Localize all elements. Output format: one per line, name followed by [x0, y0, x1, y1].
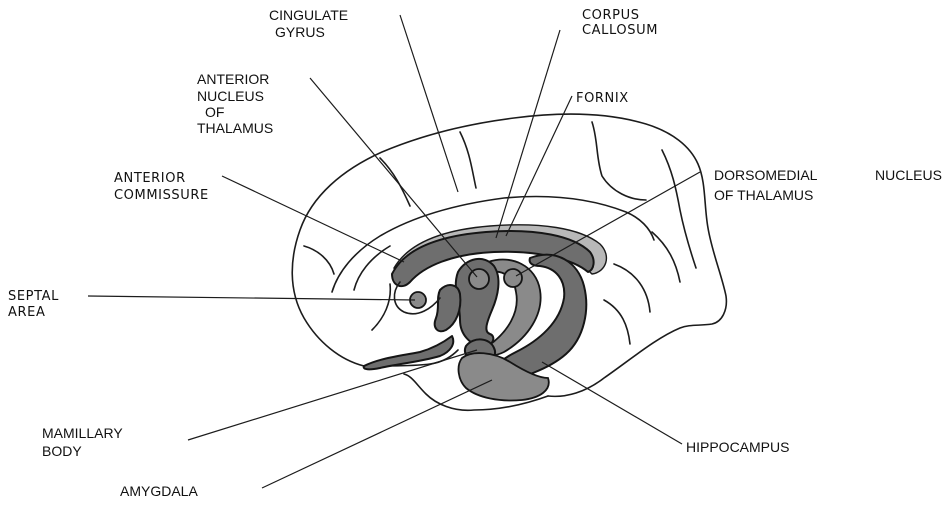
stria-tail-shape	[364, 336, 454, 369]
label-hippocampus: HIPPOCAMPUS	[686, 439, 789, 455]
leader-corpus-callosum	[496, 30, 560, 238]
label-corpus-callosum: CORPUS CALLOSUM	[582, 8, 658, 38]
dorsomedial-nucleus-shape	[504, 269, 522, 287]
label-septal-area: SEPTAL AREA	[8, 289, 64, 320]
label-anterior-commissure: ANTERIOR COMMISSURE	[114, 171, 209, 203]
label-mamillary-body: MAMILLARY BODY	[42, 425, 126, 459]
leader-amygdala	[262, 380, 492, 488]
label-amygdala: AMYGDALA	[120, 483, 198, 499]
leader-septal-area	[88, 296, 415, 300]
label-dorsomedial-nucleus: DORSOMEDIAL NUCLEUS OF THALAMUS	[714, 167, 946, 203]
fornix-column-shape	[435, 285, 461, 331]
anterior-nucleus-shape	[469, 269, 489, 289]
label-fornix: FORNIX	[576, 91, 629, 106]
leader-hippocampus	[542, 362, 682, 444]
label-cingulate-gyrus: CINGULATE GYRUS	[269, 7, 352, 40]
label-anterior-nucleus: ANTERIOR NUCLEUS OF THALAMUS	[197, 71, 273, 136]
leader-lines	[88, 15, 700, 488]
leader-mamillary-body	[188, 350, 477, 440]
leader-anterior-nucleus	[310, 78, 477, 277]
leader-cingulate	[400, 15, 458, 192]
